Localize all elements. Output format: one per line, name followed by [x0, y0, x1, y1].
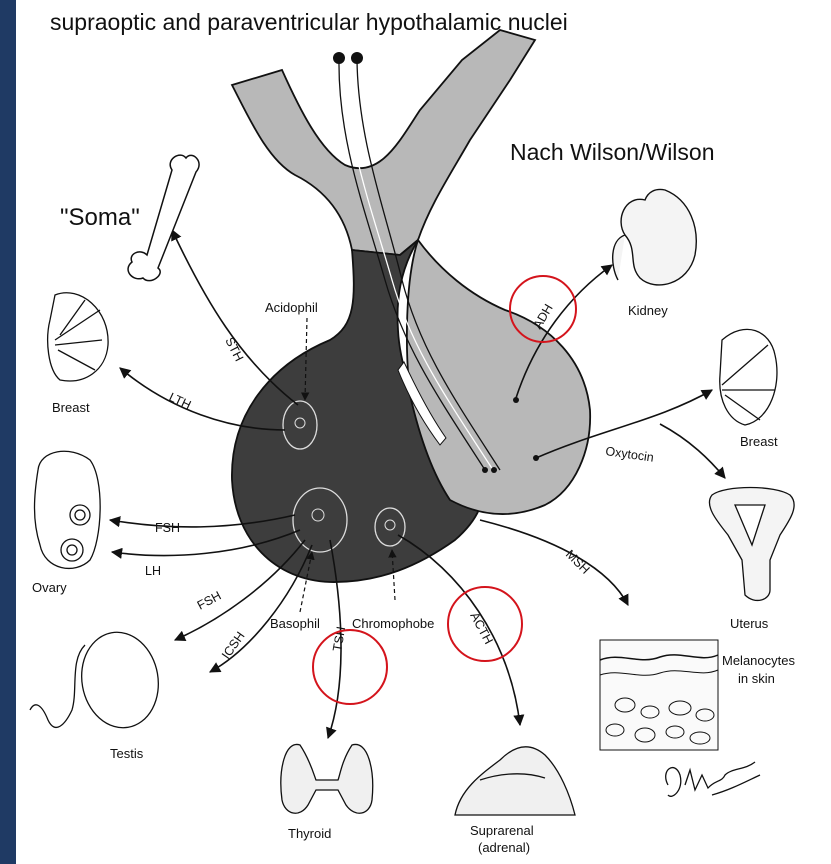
oxytocin-uterus-arrow — [660, 424, 725, 478]
fsh-testis-label: FSH — [195, 589, 224, 613]
chromophobe-cell — [375, 508, 405, 546]
acidophil-cell — [283, 401, 317, 449]
uterus-icon — [709, 488, 794, 601]
breast-right-icon — [720, 329, 777, 425]
lh-label: LH — [145, 564, 161, 578]
breast-right-label: Breast — [740, 434, 778, 449]
msh-label: MSH — [563, 547, 593, 577]
thyroid-icon — [281, 744, 373, 813]
testis-label: Testis — [110, 746, 144, 761]
ovary-label: Ovary — [32, 580, 67, 595]
diagram-title: supraoptic and paraventricular hypothala… — [50, 9, 568, 35]
artist-signature — [666, 762, 760, 796]
testis-icon — [30, 626, 166, 734]
kidney-label: Kidney — [628, 303, 668, 318]
fsh-ovary-label: FSH — [155, 521, 180, 535]
ovary-icon — [35, 451, 101, 568]
sth-label: STH — [222, 335, 246, 364]
uterus-label: Uterus — [730, 616, 769, 631]
icsh-label: ICSH — [219, 629, 248, 662]
thyroid-label: Thyroid — [288, 826, 331, 841]
suprarenal-label: Suprarenal — [470, 823, 534, 838]
kidney-icon — [613, 189, 697, 284]
axon-terminal — [491, 467, 497, 473]
chromophobe-label: Chromophobe — [352, 616, 434, 631]
breast-left-label: Breast — [52, 400, 90, 415]
infundibulum-stalk — [232, 30, 535, 255]
acth-label: ACTH — [467, 610, 495, 647]
melanocytes-label-line2: in skin — [738, 671, 775, 686]
soma-label: "Soma" — [60, 204, 140, 231]
basophil-cell — [293, 488, 347, 552]
acidophil-label: Acidophil — [265, 300, 318, 315]
tsh-highlight-circle — [313, 630, 387, 704]
breast-left-icon — [48, 293, 108, 381]
adrenal-label: (adrenal) — [478, 840, 530, 855]
melanocytes-label-line1: Melanocytes — [722, 653, 795, 668]
lth-label: LTH — [167, 390, 193, 412]
axon-terminal — [482, 467, 488, 473]
credit-label: Nach Wilson/Wilson — [510, 139, 715, 165]
skin-icon — [600, 640, 718, 750]
basophil-label: Basophil — [270, 616, 320, 631]
oxytocin-label: Oxytocin — [605, 444, 655, 465]
suprarenal-icon — [455, 747, 575, 815]
